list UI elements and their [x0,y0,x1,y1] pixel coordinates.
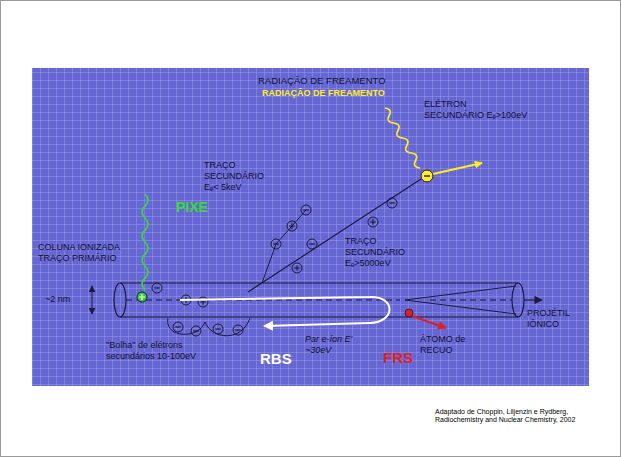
impact-cone [405,286,516,314]
electron-symbol [421,170,433,182]
electron-symbol [271,239,281,249]
bubble-label: "Bolha" de elétrons secundários 10-100eV [106,340,206,362]
ion-symbol [292,263,302,273]
electron-arrow [433,163,482,174]
recoil-label: ÁTOMO de RECUO [420,334,470,356]
grid-panel [32,68,589,386]
recoil-atom [405,309,413,317]
electron-symbol [301,205,311,215]
electron-symbol [387,198,397,208]
dimension-arrow [92,286,93,314]
secondary-track [248,179,421,292]
bremsstrahlung-wave [385,108,420,168]
ion-symbol [368,217,378,227]
track-label: TRAÇO SECUNDÁRIO Eₑ< 5keV [204,160,268,192]
column-end [114,283,126,317]
ion-symbol [137,292,147,302]
ion-symbol [198,297,208,307]
short-track [262,210,306,283]
rbs-path [180,297,390,326]
track-label: TRAÇO SECUNDÁRIO Eₑ>5000eV [345,236,409,268]
technique-label: PIXE [176,199,208,216]
dimension-label: ~2 nm [45,294,70,305]
electron-symbol [191,326,201,336]
electron-symbol [152,283,162,293]
electron-symbol [213,324,223,334]
column-end [512,283,524,317]
electron-symbol [233,325,243,335]
column-label: COLUNA IONIZADA TRAÇO PRIMÁRIO [38,242,126,264]
radiation-label: RADIAÇÃO DE FREAMENTO [258,75,386,86]
pair-label: Par e-íon E' ~30eV [305,334,363,356]
recoil-arrow [412,316,446,328]
electron-symbol [173,322,183,332]
credit-note: Adaptado de Choppin, Liljenzin e Rydberg… [435,408,603,425]
projectile-arrow [524,299,542,300]
electron-label: ELÉTRON SECUNDÁRIO Eₑ>100eV [424,99,528,121]
technique-label: RBS [260,350,292,368]
electron-symbol [424,175,430,176]
ion-symbol [287,221,297,231]
radiation-label: RADIAÇÃO DE FREAMENTO [262,88,385,99]
ion-column [120,283,518,317]
projectile-label: PROJÉTIL IÔNICO [527,308,581,330]
electron-symbol [307,239,317,249]
technique-label: FRS [383,349,413,367]
electron-bubble [168,318,250,336]
xray-wave [142,194,148,290]
ion-symbol [139,294,145,300]
